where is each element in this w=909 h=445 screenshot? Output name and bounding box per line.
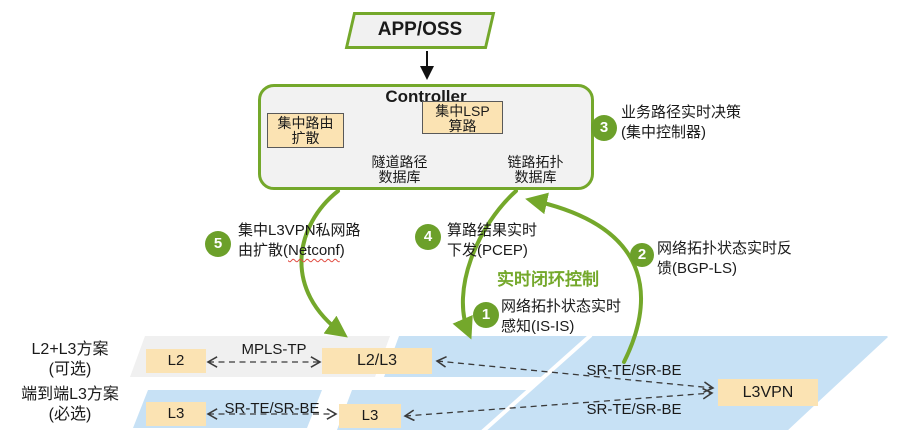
node-l3vpn: L3VPN	[718, 379, 818, 406]
netconf-term: Netconf	[288, 242, 340, 259]
link-l3-l3vpn	[405, 393, 712, 416]
node-l2: L2	[146, 349, 206, 373]
callout-text-5: 集中L3VPN私网路 由扩散(Netconf)	[238, 222, 361, 259]
lsp-line1: 集中LSP	[435, 103, 490, 119]
topo-db-label: 链路拓扑 数据库	[507, 154, 564, 185]
link-label-sr-lower: SR-TE/SR-BE	[586, 401, 682, 418]
node-l2l3: L2/L3	[322, 348, 432, 374]
arrow-pcep-down	[452, 189, 518, 340]
node-l3-mid: L3	[339, 404, 401, 428]
arrow-netconf-down	[299, 189, 348, 338]
arrow-bgpls-up	[525, 192, 644, 364]
callout-circle-4: 4	[415, 224, 441, 250]
app-oss-label: APP/OSS	[377, 19, 463, 40]
callout-circle-3: 3	[591, 115, 617, 141]
route-diffusion-line2: 扩散	[291, 130, 320, 146]
route-diffusion-box: 集中路由 扩散	[267, 113, 344, 148]
link-l2l3-l3vpn	[437, 361, 713, 388]
callout-circle-2: 2	[630, 243, 654, 267]
route-diffusion-line1: 集中路由	[277, 115, 334, 131]
link-label-sr-upper: SR-TE/SR-BE	[586, 362, 682, 379]
scheme-row1-label: L2+L3方案 (可选)	[31, 341, 109, 378]
realtime-loop-label: 实时闭环控制	[497, 270, 599, 289]
callout-circle-1: 1	[473, 302, 499, 328]
link-label-sr-row2: SR-TE/SR-BE	[224, 400, 320, 417]
scheme-row2-label: 端到端L3方案 (必选)	[21, 386, 119, 423]
link-label-mpls-tp: MPLS-TP	[241, 341, 307, 358]
node-l3-left: L3	[146, 402, 206, 426]
callout-text-1: 网络拓扑状态实时 感知(IS-IS)	[501, 298, 622, 335]
lsp-computation-box: 集中LSP 算路	[422, 101, 503, 134]
callout-circle-5: 5	[205, 231, 231, 257]
app-oss-node: APP/OSS	[344, 12, 496, 49]
tunnel-db-label: 隧道路径 数据库	[371, 154, 428, 185]
callout-text-2: 网络拓扑状态实时反 馈(BGP-LS)	[657, 240, 793, 277]
callout-text-4: 算路结果实时 下发(PCEP)	[447, 222, 538, 259]
callout-text-3: 业务路径实时决策 (集中控制器)	[621, 104, 742, 141]
lsp-line2: 算路	[448, 118, 477, 134]
